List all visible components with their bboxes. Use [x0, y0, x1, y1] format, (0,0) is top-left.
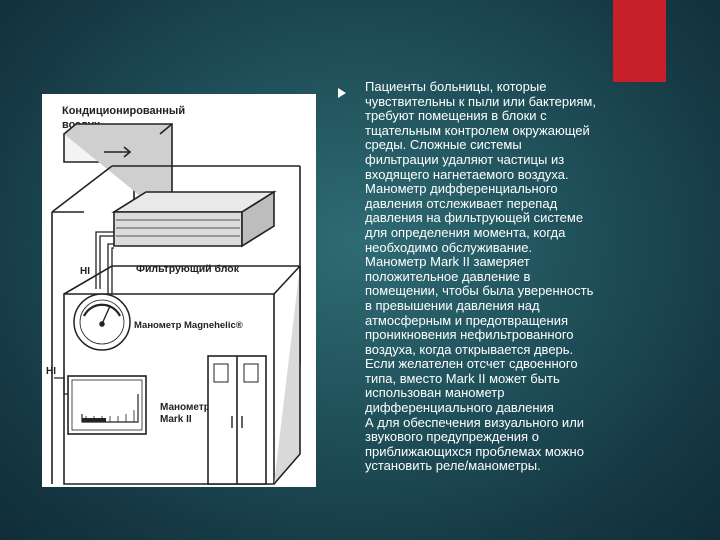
double-door [207, 355, 267, 485]
hospital-room-diagram: Кондиционированный воздух [42, 94, 316, 487]
magnehelic-label: Манометр Magnehelic® [134, 320, 243, 331]
mark2-tube [54, 377, 68, 395]
bullet-triangle-icon [338, 88, 346, 98]
magnehelic-gauge [73, 293, 131, 351]
hi-label-bottom: HI [46, 366, 56, 377]
mark2-label-1: Манометр [160, 402, 210, 413]
filter-block-label: Фильтрующий блок [136, 263, 240, 275]
mark2-gauge [67, 375, 147, 435]
pressure-tubes [95, 231, 114, 295]
body-paragraph: Пациенты больницы, которые чувствительны… [365, 79, 596, 474]
hi-label-top: HI [80, 266, 90, 277]
diagram-svg: Кондиционированный воздух [46, 105, 301, 485]
air-flow-arrow-icon [104, 146, 132, 158]
conditioned-air-label-1: Кондиционированный [62, 105, 185, 117]
mark2-label-2: Mark II [160, 414, 192, 425]
accent-bar [613, 0, 666, 82]
air-duct [63, 123, 173, 213]
filter-block [111, 190, 277, 248]
